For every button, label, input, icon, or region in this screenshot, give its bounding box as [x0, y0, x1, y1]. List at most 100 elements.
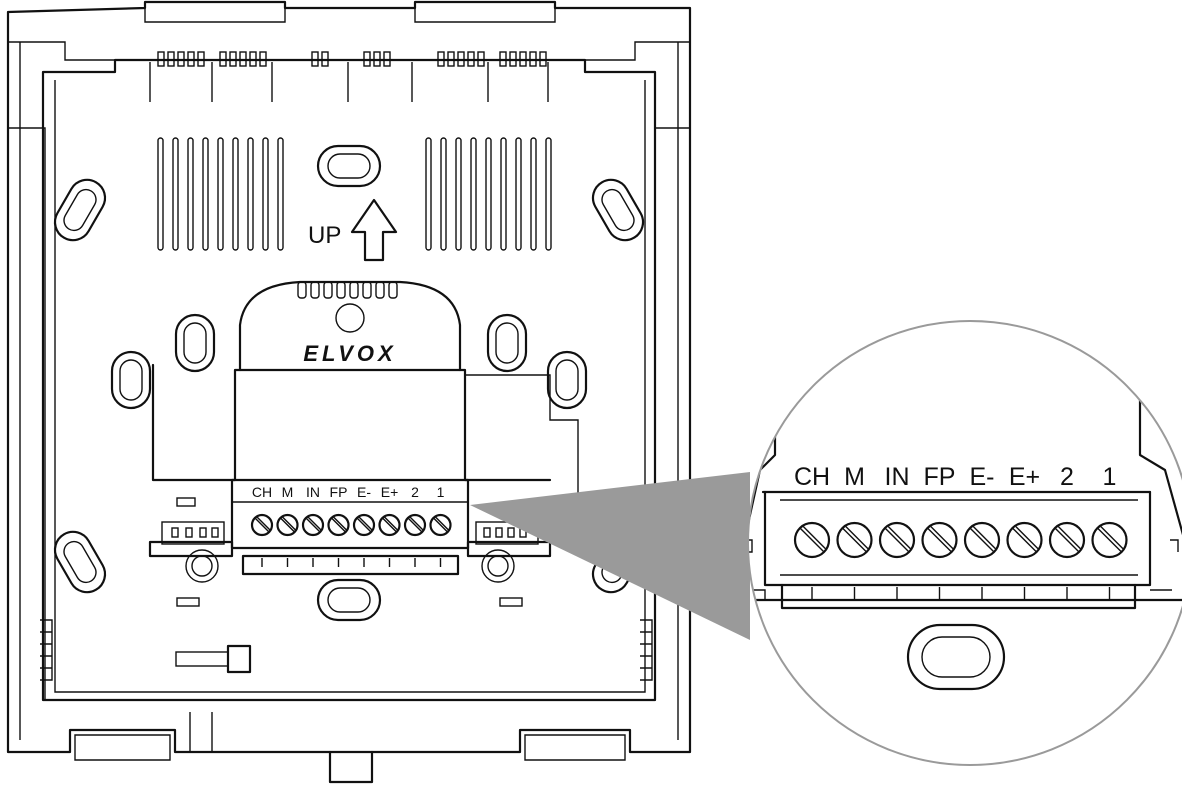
- left-vent-slots: [157, 137, 284, 251]
- top-tooth: [219, 51, 227, 67]
- zoom-terminal-pins: [811, 587, 1111, 599]
- housing-tooth: [388, 281, 398, 299]
- housing-teeth: [297, 281, 398, 299]
- outer-frame: [6, 0, 692, 784]
- left-lower-slot: [53, 530, 107, 594]
- vent-slot: [232, 137, 239, 251]
- screw-slot: [333, 516, 347, 531]
- screw-slot: [256, 516, 271, 531]
- left-upper-slot: [53, 178, 107, 242]
- terminal-label-5: E-: [970, 463, 995, 491]
- top-center-slot: [316, 144, 382, 188]
- terminal-label-7: 2: [1060, 463, 1074, 491]
- vent-slot: [515, 137, 522, 251]
- right-side-slot: [546, 350, 588, 410]
- vent-slot: [217, 137, 224, 251]
- terminal-label-6: E+: [1009, 463, 1040, 491]
- top-tooth: [259, 51, 267, 67]
- top-tooth: [239, 51, 247, 67]
- top-tooth: [529, 51, 537, 67]
- top-tooth: [167, 51, 175, 67]
- screw-slot: [1015, 526, 1039, 550]
- vent-slot: [157, 137, 164, 251]
- zoom-circle-outline: [747, 320, 1182, 766]
- terminal-screws: [250, 513, 452, 537]
- terminal-label-3: IN: [885, 463, 910, 491]
- top-tooth: [311, 51, 319, 67]
- housing-tooth: [297, 281, 307, 299]
- top-tooth: [249, 51, 257, 67]
- screw-slot: [435, 516, 449, 531]
- screw-slot: [384, 516, 398, 531]
- top-tooth: [539, 51, 547, 67]
- housing-tooth: [362, 281, 372, 299]
- vent-slot: [455, 137, 462, 251]
- terminal-label-3: IN: [306, 484, 320, 500]
- up-arrow-icon: [350, 198, 398, 262]
- brand-logo: ELVOX: [303, 341, 396, 366]
- vent-slot: [530, 137, 537, 251]
- screw-slot: [305, 517, 321, 533]
- vent-slot: [187, 137, 194, 251]
- vent-slot: [202, 137, 209, 251]
- up-label: UP: [308, 222, 341, 249]
- vent-slot: [277, 137, 284, 251]
- screw-slot: [842, 527, 867, 553]
- screw-slot: [356, 517, 372, 533]
- top-tooth: [157, 51, 165, 67]
- top-tooth: [197, 51, 205, 67]
- left-switch: [161, 521, 225, 545]
- top-ribs: [149, 51, 549, 102]
- screw-slot: [845, 526, 869, 550]
- screw-slot: [930, 526, 954, 550]
- top-tooth: [447, 51, 455, 67]
- screw-slot: [433, 517, 448, 533]
- terminal-label-2: M: [844, 463, 865, 491]
- screw-slot: [282, 516, 296, 531]
- terminal-label-2: M: [282, 484, 294, 500]
- top-tooth: [519, 51, 527, 67]
- terminal-label-4: FP: [924, 463, 956, 491]
- top-tooth: [229, 51, 237, 67]
- terminal-label-8: 1: [437, 484, 445, 500]
- zoom-view: CH M IN FP E- E+ 2 1: [748, 398, 1182, 691]
- zoom-terminal-labels: CH M IN FP E- E+ 2 1: [794, 463, 1117, 491]
- screw-slot: [409, 516, 424, 531]
- left-side-slot: [110, 350, 152, 410]
- screw-slot: [1057, 526, 1081, 550]
- terminal-label-1: CH: [794, 463, 830, 491]
- screw-slot: [802, 526, 826, 550]
- screw-slot: [799, 527, 825, 553]
- top-tooth: [499, 51, 507, 67]
- vent-slot: [262, 137, 269, 251]
- right-upper-slot: [591, 178, 645, 242]
- screw-slot: [884, 527, 910, 553]
- screw-slot: [972, 526, 996, 550]
- top-tooth: [177, 51, 185, 67]
- screw-slot: [254, 517, 270, 533]
- right-mid-slot: [486, 313, 528, 373]
- housing-tooth: [349, 281, 359, 299]
- housing-tooth: [310, 281, 320, 299]
- top-tooth: [477, 51, 485, 67]
- vent-slot: [485, 137, 492, 251]
- terminal-label-5: E-: [357, 484, 371, 500]
- screw-slot: [280, 517, 295, 533]
- screw-slot: [1054, 527, 1080, 553]
- terminal-label-8: 1: [1103, 463, 1117, 491]
- housing-tooth: [375, 281, 385, 299]
- side-clips: [40, 619, 653, 681]
- terminal-pins: [261, 558, 442, 567]
- top-tooth: [321, 51, 329, 67]
- screw-slot: [307, 516, 322, 531]
- top-tooth: [383, 51, 391, 67]
- vent-slot: [500, 137, 507, 251]
- terminal-label-1: CH: [252, 484, 272, 500]
- screw-slot: [407, 517, 423, 533]
- screw-slot: [331, 517, 346, 533]
- top-tooth: [373, 51, 381, 67]
- screw-slot: [1012, 527, 1037, 553]
- callout-wedge: [470, 472, 750, 640]
